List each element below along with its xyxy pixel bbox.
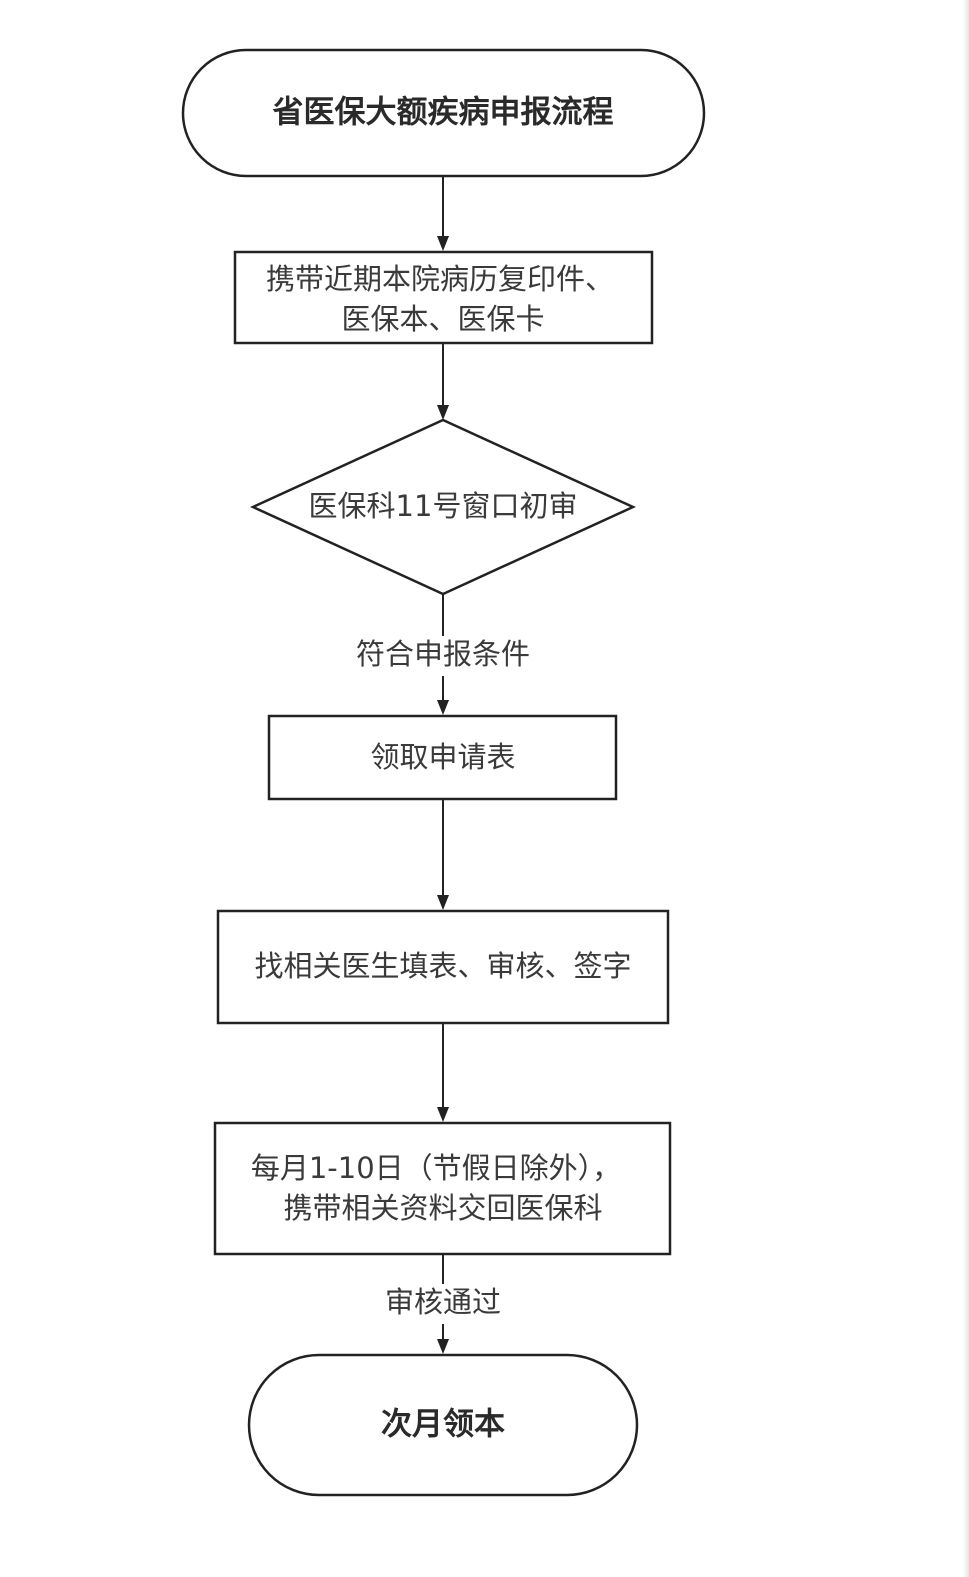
- arrowhead: [437, 405, 449, 420]
- step2-box: [267, 714, 618, 801]
- step2-node: 领取申请表: [267, 714, 618, 801]
- step4-box: [213, 1121, 672, 1256]
- step1-text-line2: 医保本、医保卡: [341, 302, 544, 336]
- condition-label-group: 符合申报条件: [345, 636, 541, 676]
- step4-node: 每月1-10日（节假日除外）， 携带相关资料交回医保科: [213, 1121, 672, 1256]
- end-text: 次月领本: [381, 1407, 505, 1443]
- step2-text: 领取申请表: [370, 740, 515, 774]
- arrowhead: [437, 700, 449, 715]
- step3-text: 找相关医生填表、审核、签字: [254, 949, 631, 983]
- approval-label: 审核通过: [385, 1285, 501, 1319]
- decision-diamond: [249, 418, 637, 596]
- step1-text-line1: 携带近期本院病历复印件、: [266, 262, 614, 296]
- start-text: 省医保大额疾病申报流程: [273, 95, 614, 131]
- start-terminal-shape: [181, 48, 706, 178]
- start-node: 省医保大额疾病申报流程: [181, 48, 706, 178]
- decision-node: 医保科11号窗口初审: [249, 418, 637, 596]
- arrowhead: [437, 1339, 449, 1354]
- approval-label-bg: [373, 1284, 513, 1324]
- step1-node: 携带近期本院病历复印件、 医保本、医保卡: [233, 250, 654, 345]
- step3-box: [216, 909, 670, 1025]
- step4-text-line1: 每月1-10日（节假日除外），: [251, 1151, 621, 1185]
- arrowhead: [437, 1107, 449, 1122]
- arrowhead: [437, 236, 449, 251]
- step1-box: [233, 250, 654, 345]
- decision-text: 医保科11号窗口初审: [309, 489, 578, 523]
- end-terminal-shape: [247, 1353, 639, 1497]
- arrowhead: [437, 895, 449, 910]
- page-edge-shadow: [963, 0, 969, 1577]
- condition-label-bg: [345, 636, 541, 676]
- approval-label-group: 审核通过: [373, 1284, 513, 1324]
- step3-node: 找相关医生填表、审核、签字: [216, 909, 670, 1025]
- step4-text-line2: 携带相关资料交回医保科: [283, 1191, 602, 1225]
- condition-label: 符合申报条件: [356, 637, 530, 671]
- end-node: 次月领本: [247, 1353, 639, 1497]
